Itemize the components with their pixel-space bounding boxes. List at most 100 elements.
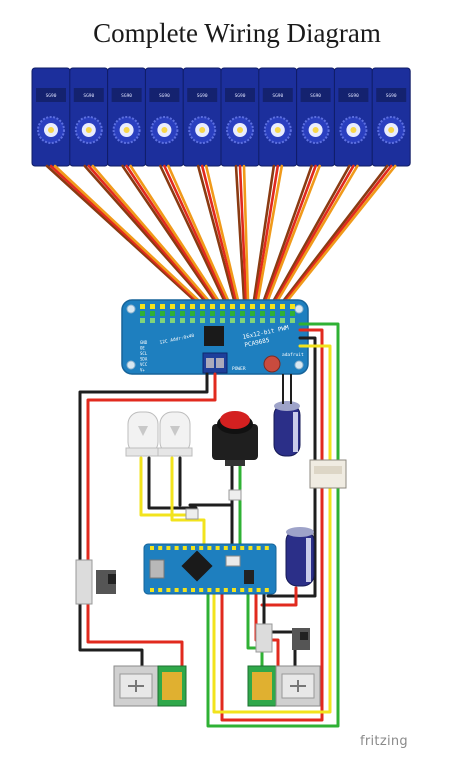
nano-pin <box>158 546 163 550</box>
nano-pin <box>264 588 269 592</box>
servo-wire-3 <box>129 164 220 302</box>
servo-wire-5 <box>196 164 236 302</box>
usb-breakout-left <box>113 665 187 707</box>
nano-pin <box>240 546 245 550</box>
header-pin <box>220 311 225 316</box>
usb-breakout-right <box>247 665 321 707</box>
header-pin <box>280 318 285 323</box>
servo-label: SG90 <box>197 93 208 99</box>
header-pin <box>190 304 195 309</box>
servo-wire-10 <box>286 164 397 302</box>
nano-pin <box>191 546 195 550</box>
header-pin <box>240 318 245 323</box>
pwm-pin-label: VCC <box>140 362 148 367</box>
nano-pin <box>256 546 261 550</box>
nano-pin <box>215 588 220 592</box>
servo-wire-6 <box>234 164 246 302</box>
header-pin <box>160 304 165 309</box>
nano-pin <box>232 588 236 592</box>
header-pin <box>270 304 275 309</box>
servo-label: SG90 <box>272 93 283 99</box>
servo-motor-4: SG90 <box>144 67 184 167</box>
nano-pin <box>182 588 187 592</box>
servo-label: SG90 <box>121 93 132 99</box>
button-wire-connector <box>228 489 242 501</box>
slide-switch-left <box>75 559 116 605</box>
board-capacitor <box>263 355 281 373</box>
header-pin <box>200 311 205 316</box>
header-pin <box>210 318 215 323</box>
pwm-header-pins <box>140 304 295 323</box>
servo-motor-5: SG90 <box>182 67 222 167</box>
nano-pin <box>264 546 269 550</box>
header-pin <box>150 311 155 316</box>
servo-wire-4 <box>159 164 226 302</box>
servo-wire-6 <box>242 164 250 302</box>
arduino-nano-board <box>143 543 277 595</box>
servo-label: SG90 <box>235 93 246 99</box>
servo-motor-8: SG90 <box>296 67 336 167</box>
servo-motor-10: SG90 <box>371 67 411 167</box>
servo-wire-9 <box>274 164 355 302</box>
header-pin <box>240 304 245 309</box>
servo-motor-6: SG90 <box>220 67 260 167</box>
nano-pin <box>223 588 228 592</box>
servo-wire-2 <box>87 164 208 302</box>
header-pin <box>140 318 145 323</box>
servo-wire-3 <box>121 164 216 302</box>
servo-wire-7 <box>252 164 276 302</box>
header-pin <box>160 318 165 323</box>
servo-wire-9 <box>272 164 351 302</box>
pwm-pin-label: SCL <box>140 351 148 356</box>
header-pin <box>230 318 235 323</box>
header-pin <box>260 311 265 316</box>
nano-pin <box>166 588 171 592</box>
servo-wire-1 <box>53 164 200 302</box>
nano-pin <box>174 546 179 550</box>
header-pin <box>280 304 285 309</box>
nano-pin <box>158 588 163 592</box>
header-pin <box>270 311 275 316</box>
nano-pin <box>174 588 179 592</box>
servo-label: SG90 <box>348 93 359 99</box>
header-pin <box>220 318 225 323</box>
servo-wire-9 <box>276 164 359 302</box>
header-pin <box>210 304 215 309</box>
servo-label: SG90 <box>310 93 321 99</box>
servo-wire-10 <box>282 164 389 302</box>
servo-wire-4 <box>167 164 230 302</box>
pwm-pin-label: SDA <box>140 357 148 362</box>
servo-motor-3: SG90 <box>107 67 147 167</box>
servo-motor-7: SG90 <box>258 67 298 167</box>
nano-pin <box>248 588 253 592</box>
header-pin <box>150 318 155 323</box>
header-pin <box>260 318 265 323</box>
header-pin <box>260 304 265 309</box>
nano-pin <box>232 546 236 550</box>
pwm-pin-label: OE <box>140 346 145 351</box>
header-pin <box>240 311 245 316</box>
servo-connector-right <box>309 459 347 489</box>
header-pin <box>190 318 195 323</box>
nano-pin <box>207 588 212 592</box>
pca9685-chip <box>204 326 224 346</box>
servo-wire-8 <box>264 164 317 302</box>
led-wire-connector <box>185 508 199 520</box>
header-pin <box>180 311 185 316</box>
pwm-maker-label: adafruit <box>282 352 304 358</box>
servo-wire-8 <box>266 164 321 302</box>
nano-pin <box>199 588 204 592</box>
header-pin <box>140 304 145 309</box>
servo-wire-6 <box>238 164 248 302</box>
nano-pin <box>150 588 154 592</box>
nano-pin <box>191 588 195 592</box>
servo-wire-7 <box>256 164 284 302</box>
servo-wire-2 <box>91 164 210 302</box>
header-pin <box>280 311 285 316</box>
header-pin <box>160 311 165 316</box>
header-pin <box>250 311 255 316</box>
header-pin <box>290 304 295 309</box>
